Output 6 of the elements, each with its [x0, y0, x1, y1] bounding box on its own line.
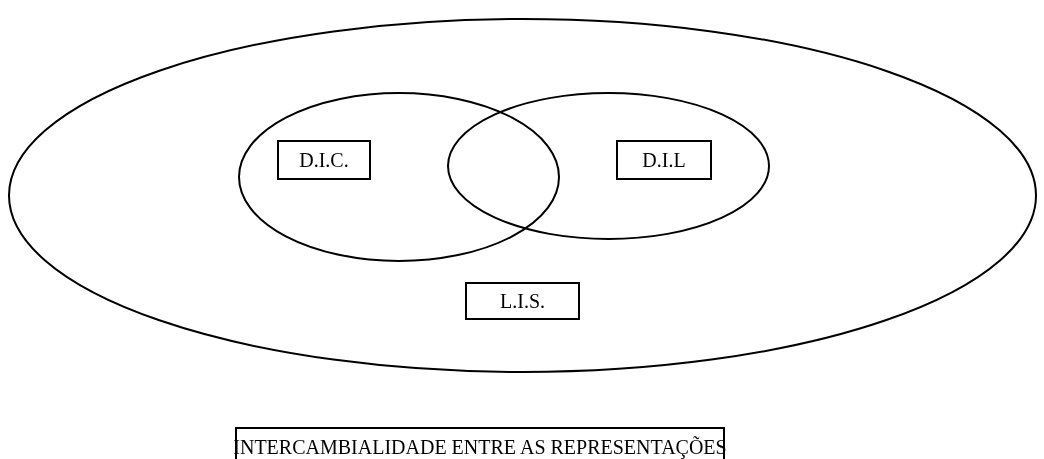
oval-outline: [238, 92, 560, 262]
oval-outline: [447, 92, 770, 240]
label-box: D.I.C.: [277, 140, 371, 180]
label-box: L.I.S.: [465, 282, 580, 320]
oval-outline: [8, 18, 1037, 373]
label-box: D.I.L: [616, 140, 712, 180]
